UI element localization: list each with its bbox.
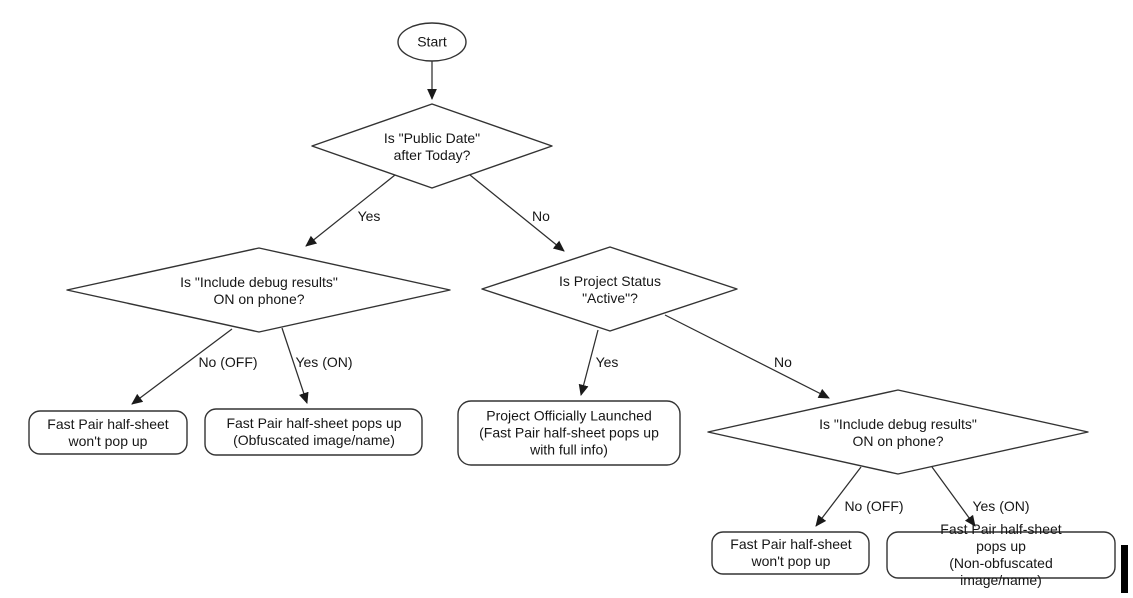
node-shape-public-date-decision [311,103,553,189]
edge-debug-left-yes-on [281,327,309,404]
edge-project-status-yes [578,329,599,396]
edge-label-yes-to-debug-left: Yes [357,208,381,224]
edge-label-no-to-debug-right: No [774,354,792,370]
node-public-date-decision: Is "Public Date" after Today? [383,130,481,163]
edge-project-status-no [664,314,830,399]
text-cursor-artifact [1121,545,1128,593]
node-shape-start [397,22,467,62]
edge-debug-left-no-off [131,328,233,405]
edge-group [131,61,976,527]
node-shape-non-obfuscated-popup [886,531,1116,579]
node-no-popup-left: Fast Pair half-sheet won't pop up [47,416,169,449]
node-shape-group [28,22,1116,579]
edge-debug-right-yes-on [931,466,976,527]
node-shape-no-popup-left [28,410,188,455]
edge-public-date-yes [305,174,396,247]
edge-label-no-off-left: No (OFF) [198,354,258,370]
node-obfuscated-popup: Fast Pair half-sheet pops up (Obfuscated… [226,415,402,448]
node-non-obfuscated-popup: Fast Pair half-sheet pops up (Non-obfusc… [940,521,1062,588]
node-launched: Project Officially Launched (Fast Pair h… [479,407,659,458]
edge-label-yes-on-left: Yes (ON) [295,354,353,370]
edge-label-yes-on-right: Yes (ON) [972,498,1030,514]
node-shape-debug-left-decision [66,247,451,333]
node-shape-launched [457,400,681,466]
node-start: Start [417,33,447,50]
edge-debug-right-no-off [815,466,862,527]
node-debug-right-decision: Is "Include debug results" ON on phone? [819,416,977,449]
edge-label-no-off-right: No (OFF) [844,498,904,514]
node-project-status-decision: Is Project Status "Active"? [559,273,661,306]
node-debug-left-decision: Is "Include debug results" ON on phone? [180,274,338,307]
node-no-popup-right: Fast Pair half-sheet won't pop up [730,536,852,569]
edge-label-yes-to-launched: Yes [595,354,619,370]
edge-label-no-to-project-status: No [532,208,550,224]
node-shape-project-status-decision [481,246,738,332]
node-shape-no-popup-right [711,531,870,575]
edge-public-date-no [469,174,565,252]
node-shape-debug-right-decision [707,389,1089,475]
node-shape-obfuscated-popup [204,408,423,456]
